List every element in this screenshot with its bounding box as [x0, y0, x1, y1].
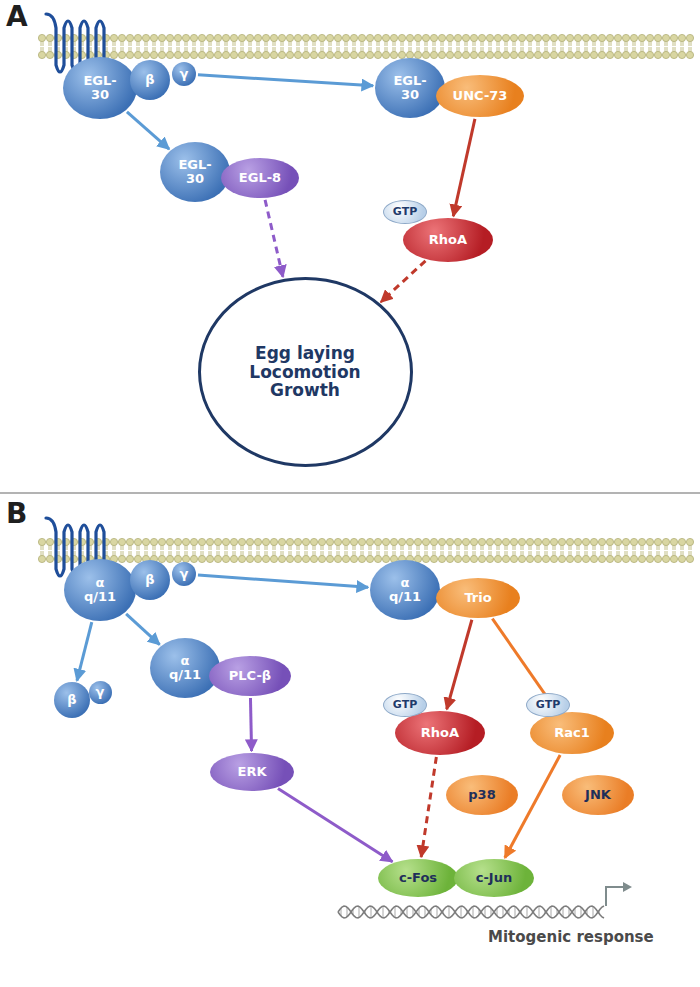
output-label: Mitogenic response: [488, 928, 654, 946]
node-text: EGL-8: [239, 171, 281, 185]
gtp-badge: GTP: [526, 693, 570, 717]
signal-arrow: [453, 119, 475, 216]
kinase-oval: p38: [446, 775, 518, 815]
transcription-arrowhead: [623, 882, 632, 892]
node-text: GTP: [536, 699, 560, 711]
signal-arrow: [126, 614, 160, 645]
g-beta-ball: β: [130, 60, 170, 100]
node-text: Growth: [270, 381, 340, 400]
node-text: p38: [468, 788, 495, 802]
node-text: EGL- 30: [390, 74, 430, 103]
g-gamma-ball: γ: [172, 62, 196, 86]
node-text: Rac1: [554, 726, 590, 740]
node-text: α q/11: [387, 576, 423, 605]
panel-letter: B: [6, 497, 27, 530]
node-text: c-Fos: [399, 871, 437, 885]
g-gamma-ball: γ: [89, 681, 112, 704]
signal-arrow: [127, 112, 169, 149]
g-alpha-blob: α q/11: [64, 559, 136, 621]
signal-arrow: [278, 789, 392, 862]
signal-arrow: [77, 622, 92, 680]
kinase-oval: ERK: [210, 753, 294, 791]
signal-arrow: [198, 575, 368, 587]
node-text: PLC-β: [229, 669, 271, 683]
panel-letter: A: [6, 0, 28, 33]
signal-arrow: [198, 75, 373, 86]
kinase-oval: JNK: [562, 775, 634, 815]
signal-arrow: [250, 698, 251, 751]
node-text: RhoA: [429, 233, 467, 247]
node-text: c-Jun: [476, 871, 512, 885]
tf-oval: c-Fos: [378, 859, 458, 897]
effector-oval: EGL-8: [221, 158, 299, 198]
effector-oval: PLC-β: [209, 656, 291, 696]
panel-divider: [0, 492, 700, 494]
gtpase-oval: RhoA: [395, 711, 485, 755]
signal-arrow: [265, 200, 283, 277]
g-alpha-blob: EGL- 30: [375, 58, 445, 118]
gef-oval: Trio: [436, 578, 520, 618]
gtpase-oval: Rac1: [530, 712, 614, 754]
gtpase-oval: RhoA: [403, 218, 493, 262]
signal-arrow: [421, 757, 436, 857]
node-text: β: [145, 573, 154, 587]
signal-arrow: [447, 620, 472, 710]
node-text: α q/11: [82, 576, 118, 605]
node-text: EGL- 30: [175, 158, 215, 187]
node-text: γ: [180, 67, 189, 81]
node-text: Trio: [464, 591, 491, 605]
node-text: RhoA: [421, 726, 459, 740]
node-text: GTP: [393, 206, 417, 218]
lipid-bilayer: [38, 34, 693, 58]
node-text: ERK: [238, 765, 267, 779]
node-text: Egg laying: [255, 344, 355, 363]
g-alpha-blob: EGL- 30: [160, 142, 230, 202]
signal-arrow: [505, 755, 560, 858]
outcome-circle: Egg layingLocomotionGrowth: [198, 277, 413, 467]
node-text: β: [145, 73, 154, 87]
node-text: α q/11: [167, 654, 203, 683]
lipid-bilayer: [38, 538, 693, 562]
node-text: JNK: [585, 788, 611, 802]
node-text: GTP: [393, 699, 417, 711]
node-text: EGL- 30: [80, 74, 120, 103]
node-text: Locomotion: [249, 363, 360, 382]
node-text: γ: [180, 567, 189, 581]
tf-oval: c-Jun: [454, 859, 534, 897]
g-alpha-blob: EGL- 30: [63, 57, 137, 119]
gtp-badge: GTP: [383, 200, 427, 224]
node-text: UNC-73: [453, 89, 508, 103]
signal-arrow: [381, 261, 426, 302]
g-gamma-ball: γ: [172, 562, 196, 586]
g-beta-ball: β: [54, 682, 90, 718]
g-alpha-blob: α q/11: [370, 560, 440, 620]
transcription-arrow: [606, 887, 624, 906]
gtp-badge: GTP: [383, 693, 427, 717]
gef-oval: UNC-73: [436, 75, 524, 117]
node-text: γ: [96, 685, 105, 699]
g-beta-ball: β: [130, 560, 170, 600]
node-text: β: [67, 693, 76, 707]
g-alpha-blob: α q/11: [150, 638, 220, 698]
